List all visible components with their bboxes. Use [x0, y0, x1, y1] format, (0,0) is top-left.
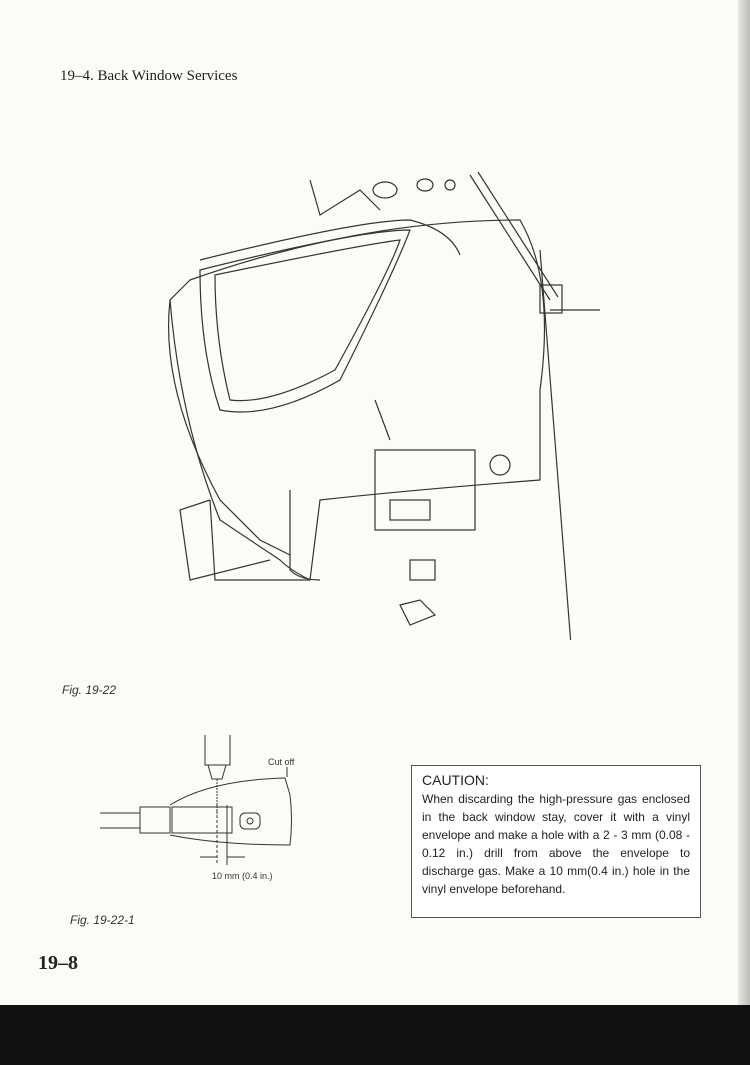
figure-caption-19-22-1: Fig. 19-22-1	[70, 913, 135, 927]
caution-title: CAUTION:	[422, 772, 489, 788]
drill-diagram: Cut off 10 mm (0.4 in.)	[100, 735, 295, 881]
back-window-exploded-diagram	[167, 171, 600, 640]
scan-background	[0, 1005, 750, 1065]
cut-off-label: Cut off	[268, 757, 295, 767]
caution-body: When discarding the high-pressure gas en…	[422, 792, 690, 896]
page-number: 19–8	[38, 952, 78, 974]
dimension-label: 10 mm (0.4 in.)	[212, 871, 273, 881]
figure-caption-19-22: Fig. 19-22	[62, 683, 117, 697]
caution-box: CAUTION: When discarding the high-pressu…	[411, 765, 701, 918]
page-edge	[738, 0, 750, 1005]
section-heading: 19–4. Back Window Services	[60, 68, 238, 84]
